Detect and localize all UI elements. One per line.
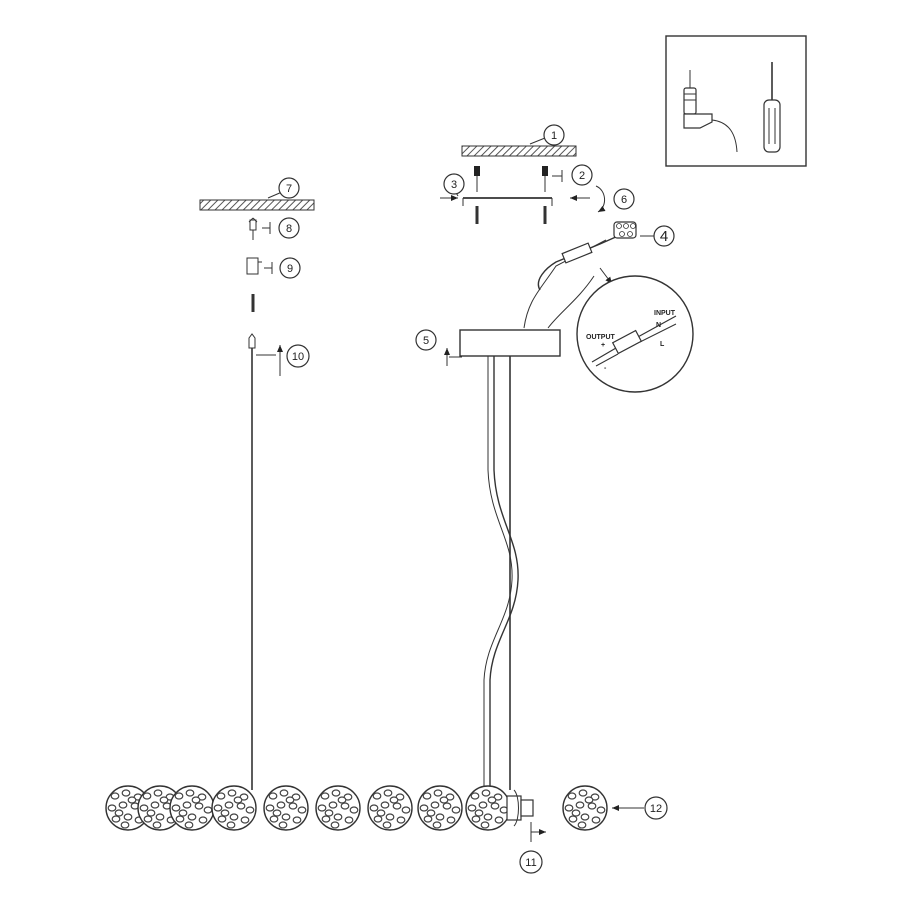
crystal-ball [465, 785, 511, 831]
crystal-ball [211, 785, 257, 831]
callout-7: 7 [278, 177, 300, 199]
right-ceiling [461, 137, 577, 157]
callout-label-4: 4 [660, 228, 668, 245]
callout-label-2: 2 [579, 170, 585, 182]
crystal-ball [367, 785, 413, 831]
crystal-ball [417, 785, 463, 831]
crystal-ball [562, 785, 608, 831]
crystal-ball [263, 785, 309, 831]
left-suspension-cable [248, 333, 283, 790]
callout-label-9: 9 [287, 263, 293, 275]
callout-6: 6 [613, 188, 635, 210]
tools-panel [665, 35, 807, 167]
screwdriver-icon [763, 62, 781, 153]
callout-9: 9 [279, 257, 301, 279]
driver-detail-circle: INPUT OUTPUT N L + - [576, 275, 694, 393]
callout-1: 1 [543, 124, 565, 146]
callout-12: 12 [644, 796, 668, 820]
callout-8: 8 [278, 217, 300, 239]
callout-11: 11 [519, 850, 543, 874]
input-label: INPUT [654, 310, 676, 317]
l-label: L [660, 341, 665, 348]
crystal-ball [169, 785, 215, 831]
canopy [444, 329, 561, 366]
callout-label-7: 7 [286, 183, 292, 195]
end-cap [506, 789, 546, 842]
crystal-ball [315, 785, 361, 831]
mounting-bracket [440, 166, 606, 224]
drill-icon [683, 70, 738, 153]
callout-label-12: 12 [650, 803, 662, 815]
left-screw-8 [248, 217, 271, 240]
callout-label-5: 5 [423, 335, 429, 347]
crystal-ball [105, 785, 151, 831]
crystal-ball-row [105, 785, 608, 831]
callout-label-8: 8 [286, 223, 292, 235]
callout-label-3: 3 [451, 179, 457, 191]
callout-label-11: 11 [525, 857, 536, 869]
callout-2: 2 [571, 164, 593, 186]
callout-label-6: 6 [621, 194, 627, 206]
plus-label: + [601, 342, 605, 349]
callout-5: 5 [415, 329, 437, 351]
output-label: OUTPUT [586, 334, 616, 341]
minus-label: - [604, 365, 607, 372]
callout-label-10: 10 [292, 351, 304, 363]
n-label: N [656, 322, 661, 329]
left-anchor-9 [246, 257, 273, 312]
callout-3: 3 [443, 173, 465, 195]
power-cable [483, 356, 519, 790]
callout-label-1: 1 [551, 130, 557, 142]
callout-10: 10 [286, 344, 310, 368]
callout-4: 4 [653, 225, 675, 247]
led-driver [523, 221, 656, 329]
